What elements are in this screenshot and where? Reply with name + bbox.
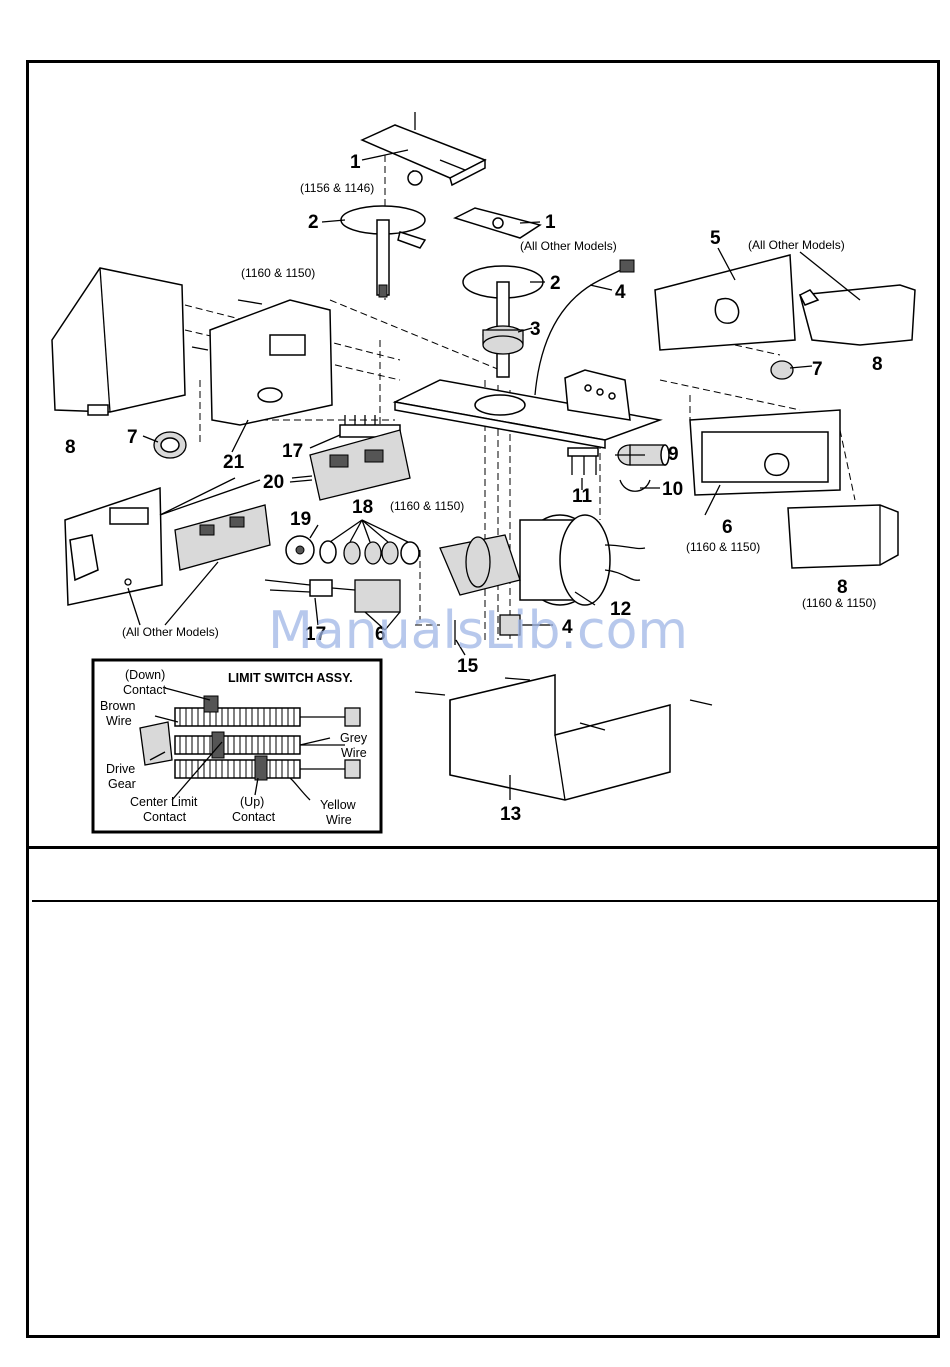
divider-line — [26, 846, 940, 849]
callout-2: 2 — [308, 212, 319, 233]
leader-lines — [127, 149, 861, 800]
yellow-wire-label-2: Wire — [326, 813, 352, 827]
callout-5: 5 — [710, 228, 721, 249]
callout-10: 10 — [662, 479, 683, 500]
grey-wire-label-1: Grey — [340, 731, 368, 745]
up-contact-label-2: Contact — [232, 810, 276, 824]
housing-panel-1160-1150 — [191, 299, 333, 426]
model-label-all-other: (All Other Models) — [122, 625, 219, 639]
part-11-terminal-strip — [567, 447, 599, 475]
logic-board-1160-1150 — [291, 429, 411, 501]
part-8-cover-right-bottom — [787, 504, 899, 569]
model-label-1160-1150: (1160 & 1150) — [686, 540, 760, 554]
callout-8: 8 — [65, 437, 76, 458]
callout-21: 21 — [223, 452, 245, 473]
callout-17: 17 — [305, 624, 326, 645]
callout-6: 6 — [375, 624, 386, 645]
limit-switch-drawing — [139, 687, 361, 801]
down-contact-label-1: (Down) — [125, 668, 165, 682]
model-label-1160-1150: (1160 & 1150) — [802, 596, 876, 610]
callout-18: 18 — [352, 497, 373, 518]
callout-8: 8 — [872, 354, 883, 375]
model-label-1156-1146: (1156 & 1146) — [300, 181, 374, 195]
drive-gear-label-2: Gear — [108, 777, 136, 791]
grey-wire-label-2: Wire — [341, 746, 367, 760]
part-3-gear — [482, 325, 524, 355]
part-8-cover-right-top — [798, 284, 916, 346]
part-5-lens-panel — [654, 254, 796, 351]
brown-wire-label-2: Wire — [106, 714, 132, 728]
callout-7: 7 — [812, 359, 823, 380]
callout-7: 7 — [127, 427, 138, 448]
callout-1: 1 — [545, 212, 556, 233]
part-19-bushing — [285, 535, 315, 565]
callout-17: 17 — [282, 441, 303, 462]
part-4-power-cord — [534, 259, 635, 396]
divider-line — [32, 900, 940, 902]
callout-2: 2 — [550, 273, 561, 294]
part-2-shaft-top — [340, 205, 427, 298]
part-13-end-panel — [414, 674, 713, 801]
part-20-logic-board — [174, 504, 271, 571]
part-7-lens-left — [153, 431, 187, 459]
part-1-bracket-other — [452, 207, 542, 239]
callout-19: 19 — [290, 509, 311, 530]
model-label-all-other: (All Other Models) — [520, 239, 617, 253]
model-label-all-other: (All Other Models) — [748, 238, 845, 252]
part-1-bracket-top — [360, 112, 487, 187]
part-18-worm-bearings — [319, 540, 420, 565]
callout-11: 11 — [572, 486, 593, 507]
callout-4: 4 — [562, 617, 573, 638]
callout-13: 13 — [500, 804, 521, 825]
up-contact-label-1: (Up) — [240, 795, 264, 809]
callout-9: 9 — [668, 444, 679, 465]
page-frame — [26, 60, 940, 1338]
part-8-cover-left — [51, 267, 186, 416]
brown-wire-label-1: Brown — [100, 699, 135, 713]
model-label-1160-1150: (1160 & 1150) — [241, 266, 315, 280]
watermark-text: ManualsLib.com — [268, 601, 688, 661]
callout-6: 6 — [722, 517, 733, 538]
chassis-frame — [392, 369, 663, 449]
model-labels: (1156 & 1146) (All Other Models) (1160 &… — [122, 181, 876, 639]
part-10-clamp — [619, 479, 651, 492]
center-limit-label-2: Contact — [143, 810, 187, 824]
down-contact-label-2: Contact — [123, 683, 167, 697]
model-label-1160-1150: (1160 & 1150) — [390, 499, 464, 513]
part-15-screw — [454, 614, 521, 645]
callout-20: 20 — [263, 472, 284, 493]
callout-12: 12 — [610, 599, 631, 620]
limit-switch-title: LIMIT SWITCH ASSY. — [228, 671, 353, 685]
callout-3: 3 — [530, 319, 541, 340]
callout-4: 4 — [615, 282, 626, 303]
drive-gear-label-1: Drive — [106, 762, 135, 776]
callout-1: 1 — [350, 152, 361, 173]
callout-15: 15 — [457, 656, 479, 677]
part-7-lens-right — [770, 360, 794, 380]
limit-switch-inset: LIMIT SWITCH ASSY. (Down) Contact Brown … — [91, 658, 383, 834]
yellow-wire-label-1: Yellow — [320, 798, 357, 812]
part-6-light-housing — [689, 409, 841, 496]
center-limit-label-1: Center Limit — [130, 795, 198, 809]
limit-switch-module — [264, 579, 401, 613]
part-21-panel — [64, 486, 163, 606]
part-12-motor — [439, 514, 646, 606]
callout-numbers: 1 2 1 2 3 4 5 7 8 8 7 21 17 20 18 19 9 1… — [65, 152, 883, 825]
callout-8: 8 — [837, 577, 848, 598]
